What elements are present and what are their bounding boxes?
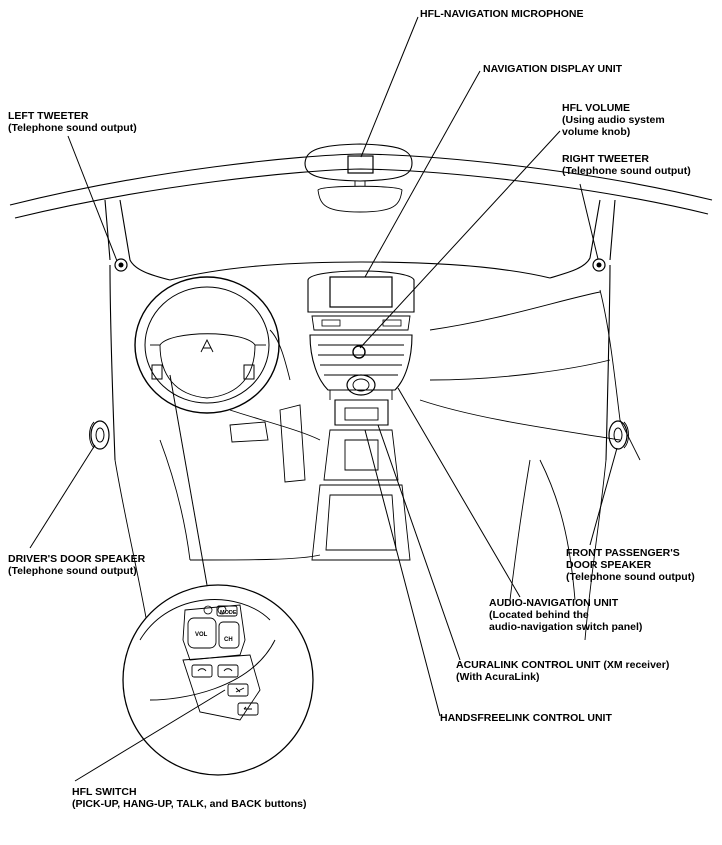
label-right-tweeter: RIGHT TWEETER (Telephone sound output)	[562, 153, 691, 177]
left-tweeter-icon	[114, 258, 128, 272]
leader-hfl-volume	[359, 130, 561, 349]
label-navigation-display-unit: NAVIGATION DISPLAY UNIT	[483, 63, 623, 75]
windshield	[9, 153, 713, 219]
hang-up-button-icon	[217, 664, 239, 678]
audio-navigation-switch-panel	[309, 334, 413, 396]
leader-left-tweeter	[67, 135, 118, 262]
label-front-passenger-door-speaker: FRONT PASSENGER'S DOOR SPEAKER (Telephon…	[566, 547, 695, 583]
switch-mode-label: MODE	[220, 610, 237, 616]
microphone-icon	[347, 155, 374, 174]
leader-lines	[29, 16, 618, 782]
acura-logo-icon	[200, 338, 214, 353]
steering-wheel	[134, 276, 280, 414]
switch-ch-label: CH	[224, 637, 233, 643]
passenger-door-speaker-icon	[608, 420, 629, 450]
leader-acuralink-control-unit	[377, 424, 461, 661]
cabin-outline	[104, 199, 641, 641]
leader-right-tweeter	[579, 183, 599, 260]
switch-vol-label: VOL	[195, 632, 208, 638]
label-handsfreelink-control-unit: HANDSFREELINK CONTROL UNIT	[440, 712, 612, 724]
navigation-display-unit	[307, 270, 415, 331]
label-hfl-volume: HFL VOLUME (Using audio system volume kn…	[562, 102, 665, 138]
pick-up-button-icon	[191, 664, 213, 678]
leader-drivers-door-speaker	[29, 444, 96, 549]
center-console	[311, 390, 411, 561]
label-left-tweeter: LEFT TWEETER (Telephone sound output)	[8, 110, 137, 134]
rearview-mirror	[304, 143, 413, 213]
talk-button-icon	[227, 683, 249, 697]
hfl-switch-icon	[151, 364, 163, 380]
label-audio-navigation-unit: AUDIO-NAVIGATION UNIT (Located behind th…	[489, 597, 643, 633]
label-hfl-switch: HFL SWITCH (PICK-UP, HANG-UP, TALK, and …	[72, 786, 307, 810]
right-tweeter-icon	[592, 258, 606, 272]
volume-knob-icon	[352, 345, 366, 359]
leader-display-unit	[364, 70, 481, 278]
leader-passenger-door-speaker	[589, 447, 618, 546]
leader-hfl-switch	[74, 689, 226, 782]
label-drivers-door-speaker: DRIVER'S DOOR SPEAKER (Telephone sound o…	[8, 553, 146, 577]
label-acuralink-control-unit: ACURALINK CONTROL UNIT (XM receiver) (Wi…	[456, 659, 670, 683]
hfl-switch-inset: MODE VOL CH	[122, 584, 314, 776]
leader-inset	[169, 374, 208, 586]
label-hfl-navigation-microphone: HFL-NAVIGATION MICROPHONE	[420, 8, 584, 20]
back-button-icon	[237, 702, 259, 716]
leader-handsfreelink-control-unit	[364, 429, 441, 717]
leader-audio-navigation-unit	[397, 387, 521, 598]
leader-microphone	[360, 16, 419, 158]
drivers-door-speaker-icon	[89, 420, 110, 450]
